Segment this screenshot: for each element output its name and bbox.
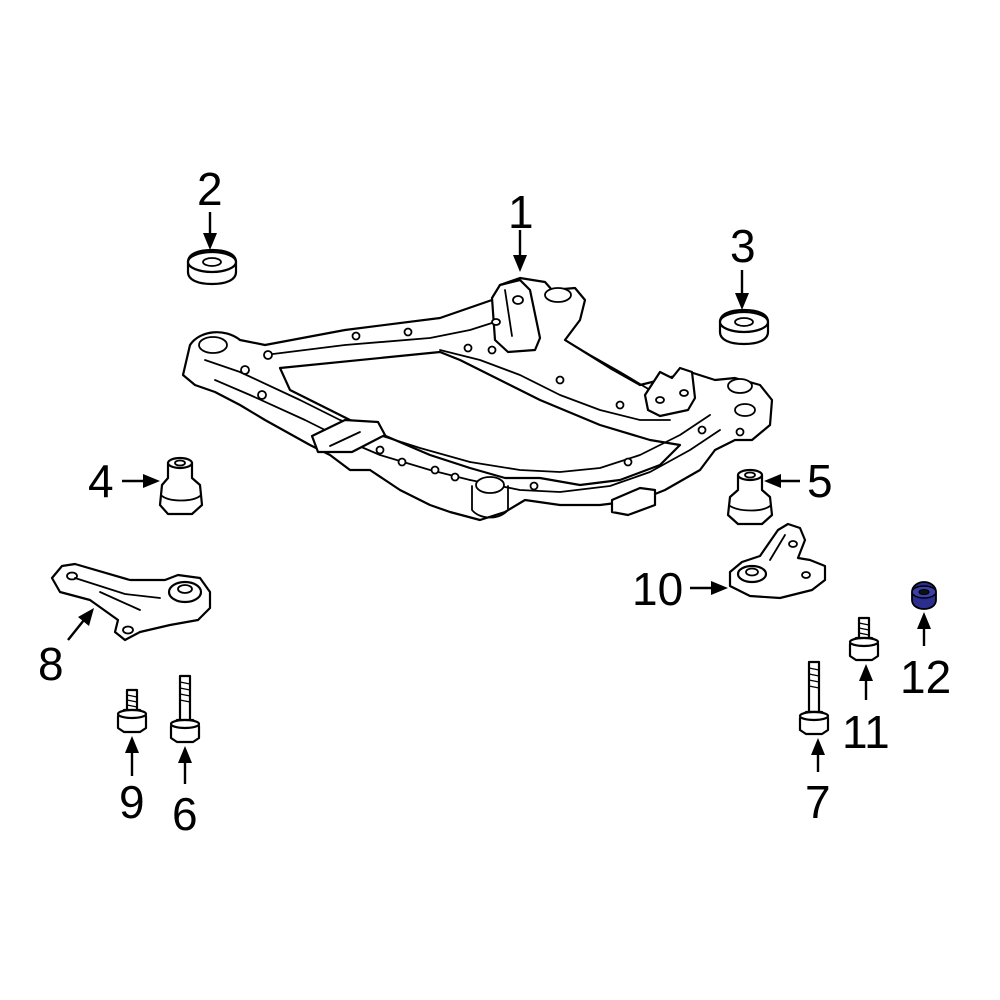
bushing-part-5[interactable] (726, 468, 774, 526)
bolt-part-7[interactable] (798, 660, 830, 736)
bolt-part-6[interactable] (169, 674, 201, 744)
bushing-part-4[interactable] (158, 456, 204, 516)
insulator-part-3[interactable] (718, 308, 770, 346)
bolt-part-9[interactable] (116, 688, 148, 734)
callout-11: 11 (842, 706, 890, 758)
callout-2: 2 (197, 163, 223, 215)
nut-part-12[interactable] (911, 581, 937, 610)
bolt-part-11[interactable] (848, 616, 880, 662)
insulator-part-2[interactable] (186, 248, 238, 286)
callout-6: 6 (172, 788, 198, 840)
callout-arrows (67, 212, 931, 784)
bracket-part-8[interactable] (50, 562, 212, 642)
callout-9: 9 (119, 776, 145, 828)
callout-7: 7 (805, 776, 831, 828)
callout-8: 8 (38, 638, 64, 690)
callout-1: 1 (508, 186, 534, 238)
bracket-part-10[interactable] (728, 522, 827, 600)
callout-10: 10 (632, 563, 683, 615)
callout-5: 5 (807, 455, 833, 507)
crossmember-part-1[interactable] (181, 276, 774, 522)
callout-12: 12 (900, 651, 951, 703)
callout-4: 4 (88, 455, 114, 507)
callout-3: 3 (730, 220, 756, 272)
